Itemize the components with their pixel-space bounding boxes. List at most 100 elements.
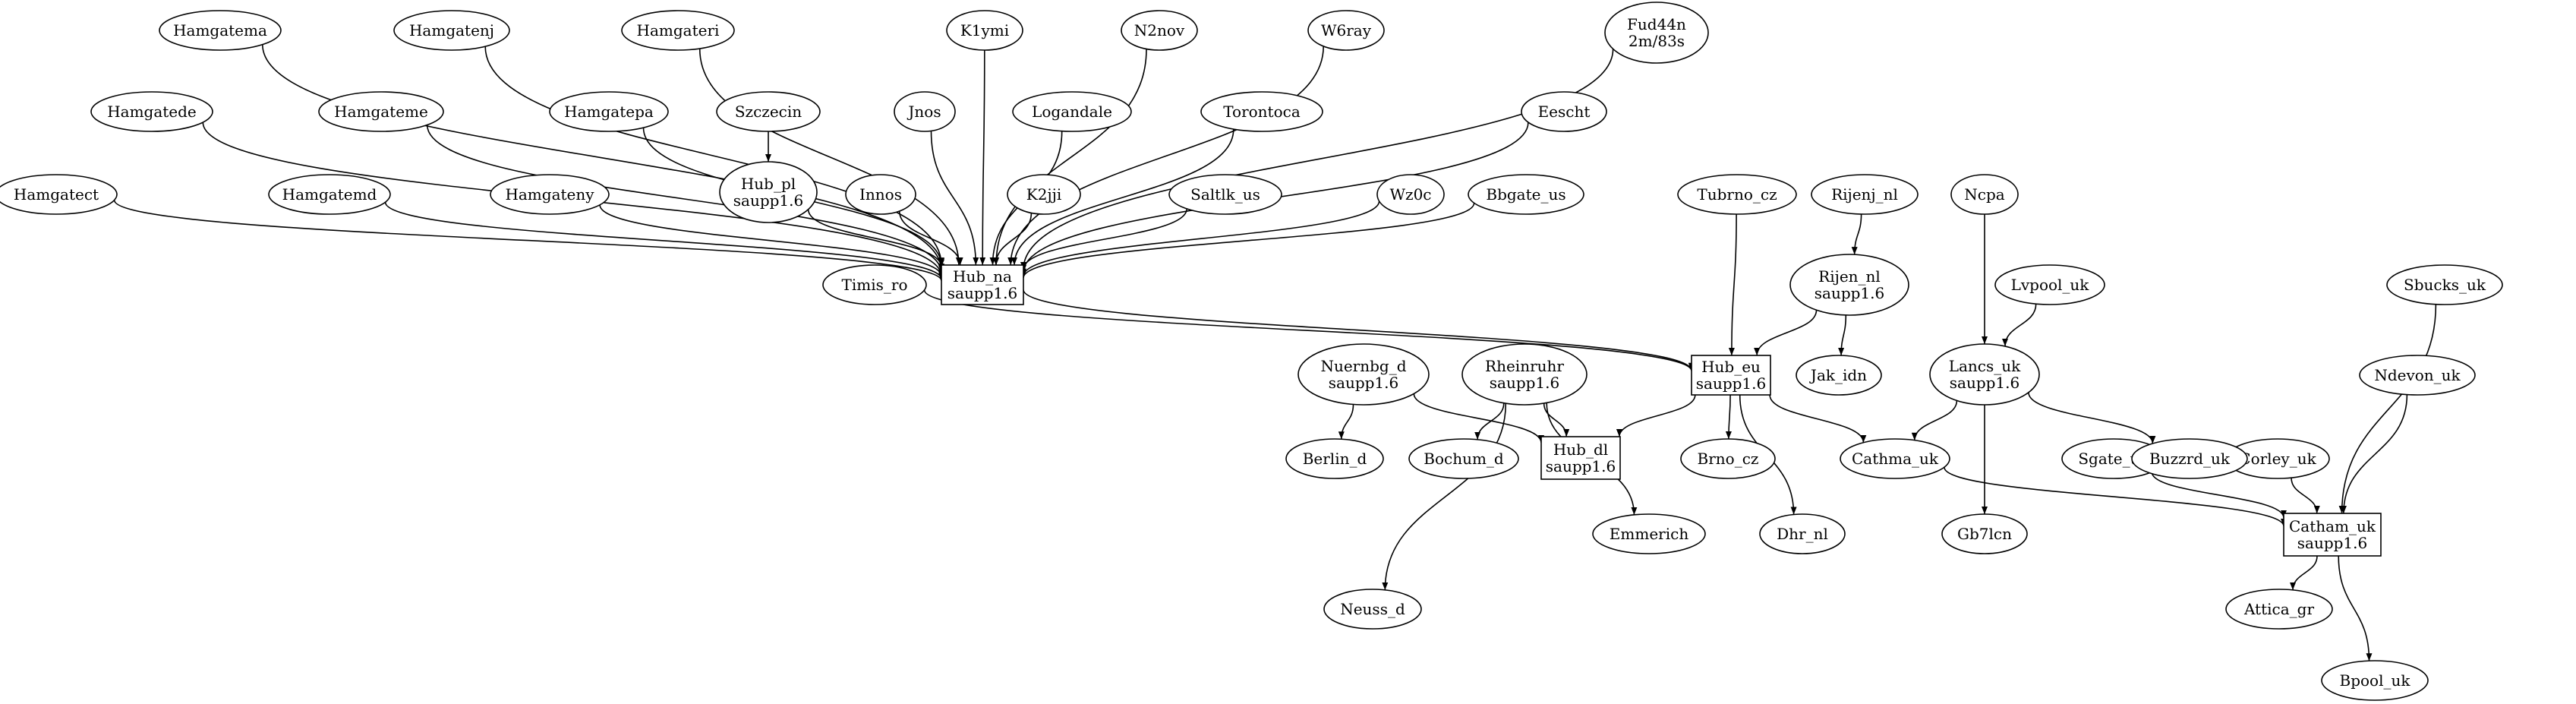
node-n2nov: N2nov bbox=[1121, 10, 1198, 51]
node-ncpa-label-0: Ncpa bbox=[1964, 185, 2005, 204]
node-k1ymi-label-0: K1ymi bbox=[960, 21, 1009, 39]
node-hamgateme-label-0: Hamgateme bbox=[334, 103, 428, 121]
node-hamgatemd: Hamgatemd bbox=[268, 174, 391, 215]
node-hub_dl-label-1: saupp1.6 bbox=[1546, 457, 1616, 475]
node-rijenj_nl: Rijenj_nl bbox=[1811, 174, 1919, 215]
node-bpool_uk: Bpool_uk bbox=[2321, 660, 2429, 701]
node-nuernbg_d-ellipse bbox=[1297, 343, 1430, 406]
node-catham_uk-label-1: saupp1.6 bbox=[2297, 534, 2367, 552]
node-innos-label-0: Innos bbox=[859, 185, 902, 204]
edge-hub_eu-to-brno_cz bbox=[1725, 394, 1732, 440]
edge-rijenj_nl-to-rijen_nl bbox=[1851, 213, 1862, 255]
node-timis_ro-label-0: Timis_ro bbox=[842, 276, 908, 294]
edge-sbucks_uk-to-catham_uk bbox=[2338, 304, 2437, 514]
edge-w6ray-to-hub_na bbox=[1007, 46, 1324, 266]
node-bochum_d-label-0: Bochum_d bbox=[1424, 450, 1504, 468]
node-hamgatenj-ellipse bbox=[393, 10, 510, 51]
node-jak_idn-ellipse bbox=[1796, 355, 1882, 396]
edge-tubrno_cz-to-hub_eu bbox=[1728, 213, 1737, 356]
node-logandale-label-0: Logandale bbox=[1032, 103, 1112, 121]
edge-wz0c-to-hub_na bbox=[1020, 200, 1380, 276]
node-timis_ro-ellipse bbox=[822, 264, 927, 305]
node-eescht-ellipse bbox=[1521, 91, 1607, 132]
node-neuss_d-ellipse bbox=[1323, 589, 1422, 630]
node-bochum_d: Bochum_d bbox=[1408, 438, 1519, 479]
node-sbucks_uk-ellipse bbox=[2386, 264, 2503, 305]
edge-bbgate_us-to-hub_na bbox=[1020, 203, 1475, 279]
node-torontoca-ellipse bbox=[1200, 91, 1323, 132]
node-k2jji: K2jji bbox=[1007, 174, 1081, 215]
node-bbgate_us-ellipse bbox=[1468, 174, 1584, 215]
node-k2jji-label-0: K2jji bbox=[1026, 185, 1061, 204]
node-jak_idn-label-0: Jak_idn bbox=[1809, 366, 1867, 384]
node-saltlk_us-ellipse bbox=[1168, 174, 1282, 215]
node-jnos-label-0: Jnos bbox=[906, 103, 941, 121]
edge-catham_uk-to-attica_gr bbox=[2290, 555, 2318, 590]
node-lancs_uk-label-1: saupp1.6 bbox=[1950, 374, 2019, 392]
edge-hamgatema-to-hub_na bbox=[262, 44, 944, 272]
node-hub_eu-label-1: saupp1.6 bbox=[1696, 374, 1766, 393]
edge-lvpool_uk-to-lancs_uk bbox=[2002, 304, 2037, 346]
edge-hub_pl-to-hub_na bbox=[807, 209, 944, 267]
node-emmerich: Emmerich bbox=[1592, 513, 1706, 554]
node-hamgatenj-label-0: Hamgatenj bbox=[409, 21, 494, 39]
node-lvpool_uk-ellipse bbox=[1994, 264, 2105, 305]
node-bbgate_us: Bbgate_us bbox=[1468, 174, 1584, 215]
edge-torontoca-to-hub_na bbox=[1011, 128, 1234, 266]
node-attica_gr-label-0: Attica_gr bbox=[2243, 600, 2314, 618]
edge-corley_uk-to-catham_uk bbox=[2291, 478, 2320, 514]
node-tubrno_cz-label-0: Tubrno_cz bbox=[1697, 185, 1777, 204]
node-hamgateny: Hamgateny bbox=[490, 174, 610, 215]
node-hamgatemd-ellipse bbox=[268, 174, 391, 215]
node-hamgateri-ellipse bbox=[621, 10, 735, 51]
node-gb7lcn-ellipse bbox=[1941, 513, 2028, 554]
node-k1ymi-ellipse bbox=[946, 10, 1023, 51]
node-berlin_d: Berlin_d bbox=[1285, 438, 1384, 479]
node-rheinruhr-label-0: Rheinruhr bbox=[1485, 357, 1564, 375]
node-logandale: Logandale bbox=[1012, 91, 1132, 132]
node-szczecin-ellipse bbox=[716, 91, 821, 132]
node-n2nov-label-0: N2nov bbox=[1134, 21, 1185, 39]
node-w6ray-ellipse bbox=[1307, 10, 1385, 51]
node-bochum_d-ellipse bbox=[1408, 438, 1519, 479]
node-saltlk_us-label-0: Saltlk_us bbox=[1190, 185, 1260, 204]
node-hamgatema-label-0: Hamgatema bbox=[173, 21, 267, 39]
node-w6ray: W6ray bbox=[1307, 10, 1385, 51]
node-cathma_uk: Cathma_uk bbox=[1840, 438, 1950, 479]
node-nuernbg_d-label-0: Nuernbg_d bbox=[1320, 357, 1406, 375]
node-dhr_nl-label-0: Dhr_nl bbox=[1777, 525, 1828, 543]
node-hamgatema: Hamgatema bbox=[159, 10, 282, 51]
node-innos: Innos bbox=[845, 174, 916, 215]
node-fud44n-ellipse bbox=[1604, 2, 1709, 64]
node-hub_pl-label-1: saupp1.6 bbox=[733, 191, 803, 210]
node-lancs_uk-ellipse bbox=[1929, 343, 2040, 406]
node-hamgatede-ellipse bbox=[90, 91, 213, 132]
node-hamgateme-ellipse bbox=[318, 91, 444, 132]
node-hub_dl-box bbox=[1540, 436, 1621, 480]
edge-hamgateme-to-hub_na bbox=[426, 125, 944, 273]
node-neuss_d: Neuss_d bbox=[1323, 589, 1422, 630]
node-hamgatect-label-0: Hamgatect bbox=[14, 185, 99, 204]
edge-sgate_uk-to-catham_uk bbox=[2151, 472, 2287, 518]
node-brno_cz-ellipse bbox=[1680, 438, 1776, 479]
node-corley_uk: Corley_uk bbox=[2225, 438, 2330, 479]
node-hamgatenj: Hamgatenj bbox=[393, 10, 510, 51]
node-hamgatema-ellipse bbox=[159, 10, 282, 51]
node-hamgatect: Hamgatect bbox=[0, 174, 118, 215]
node-jnos-ellipse bbox=[894, 91, 956, 132]
node-dhr_nl-ellipse bbox=[1759, 513, 1846, 554]
edge-nuernbg_d-to-berlin_d bbox=[1338, 404, 1354, 440]
node-szczecin: Szczecin bbox=[716, 91, 821, 132]
node-berlin_d-label-0: Berlin_d bbox=[1303, 450, 1367, 468]
node-bbgate_us-label-0: Bbgate_us bbox=[1486, 185, 1565, 204]
node-lvpool_uk-label-0: Lvpool_uk bbox=[2011, 276, 2090, 294]
node-catham_uk-label-0: Catham_uk bbox=[2289, 517, 2376, 535]
node-hamgatepa-label-0: Hamgatepa bbox=[564, 103, 654, 121]
